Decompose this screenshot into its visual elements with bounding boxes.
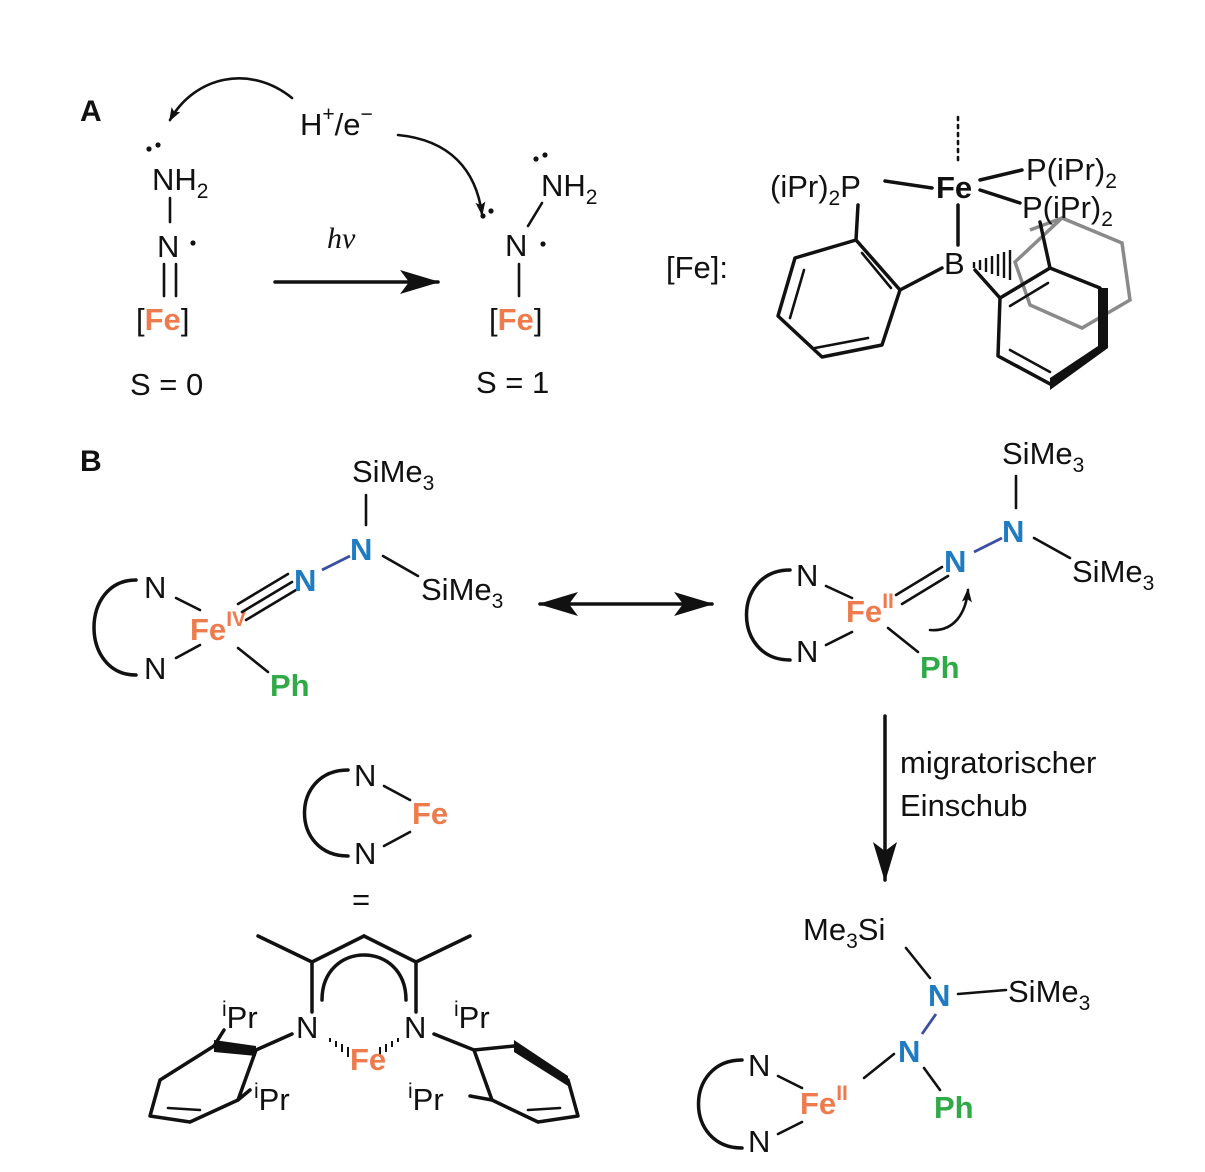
svg-text:FeII: FeII [800, 1082, 848, 1121]
svg-text:iPr: iPr [254, 1080, 290, 1117]
panel-label-a: A [80, 95, 102, 128]
svg-text:NH2: NH2 [152, 162, 208, 203]
svg-text:Fe: Fe [350, 1042, 386, 1077]
curved-arrow-left [168, 77, 294, 122]
panel-label-b: B [80, 445, 102, 478]
step-label-line1: migratorischer [900, 745, 1096, 780]
svg-text:FeIV: FeIV [190, 608, 246, 647]
svg-text:NH2: NH2 [541, 168, 597, 209]
svg-text:H+/e−: H+/e− [300, 103, 373, 142]
svg-text:P(iPr)2: P(iPr)2 [1022, 190, 1113, 231]
svg-text:N: N [505, 228, 527, 263]
svg-text:Ph: Ph [934, 1090, 974, 1125]
svg-text:SiMe3: SiMe3 [1002, 436, 1084, 477]
svg-text:=: = [352, 882, 370, 917]
svg-text:[Fe]: [Fe] [489, 302, 542, 337]
svg-text:N: N [748, 1048, 770, 1083]
imido-fe-iv: N N FeIV N N SiMe3 SiMe3 Ph [92, 454, 503, 703]
svg-text:N: N [748, 1124, 770, 1159]
hydrazido-s0: NH2 N [Fe] S = 0 [130, 142, 208, 402]
svg-text:N: N [354, 758, 376, 793]
svg-text:iPr: iPr [454, 998, 490, 1035]
svg-text:N: N [1002, 514, 1024, 549]
svg-text:N: N [796, 634, 818, 669]
svg-text:(iPr)2P: (iPr)2P [770, 169, 861, 210]
diketiminate-structure: N N Fe iPr iPr iPr iPr [148, 934, 580, 1124]
svg-text:N: N [944, 544, 966, 579]
reagent-label: H+/e− [300, 103, 373, 142]
svg-text:N: N [144, 570, 166, 605]
svg-text:P(iPr)2: P(iPr)2 [1026, 152, 1117, 193]
step-label-line2: Einschub [900, 788, 1028, 823]
arrow-label-hv: hv [327, 222, 356, 255]
svg-text:N: N [157, 229, 179, 264]
svg-text:SiMe3: SiMe3 [1008, 974, 1090, 1015]
fe-ligand-structure: [Fe]: Fe (iPr)2P P(iPr)2 P(iPr)2 B [666, 115, 1132, 390]
svg-text:N: N [294, 563, 316, 598]
svg-text:SiMe3: SiMe3 [421, 572, 503, 613]
svg-text:iPr: iPr [222, 998, 258, 1035]
svg-text:S = 0: S = 0 [130, 367, 203, 402]
svg-text:N: N [796, 558, 818, 593]
svg-text:N: N [144, 651, 166, 686]
svg-text:S = 1: S = 1 [476, 365, 549, 400]
svg-text:Ph: Ph [920, 650, 960, 685]
curved-arrow-right [396, 133, 486, 216]
svg-text:N: N [354, 836, 376, 871]
svg-text:N: N [404, 1010, 426, 1045]
svg-text:iPr: iPr [408, 1080, 444, 1117]
svg-text:Ph: Ph [270, 668, 310, 703]
svg-text:Me3Si: Me3Si [803, 912, 885, 953]
hydrazido-s1: NH2 N [Fe] S = 1 [476, 152, 597, 400]
svg-text:N: N [928, 978, 950, 1013]
ligand-legend: N N Fe = [302, 758, 448, 917]
imido-fe-ii: N N FeII N N SiMe3 SiMe3 Ph [744, 436, 1154, 685]
svg-text:N: N [350, 532, 372, 567]
svg-text:Fe: Fe [412, 796, 448, 831]
svg-text:Fe: Fe [936, 170, 972, 205]
svg-text:[Fe]:: [Fe]: [666, 250, 728, 285]
svg-text:N: N [296, 1010, 318, 1045]
svg-text:N: N [898, 1034, 920, 1069]
svg-text:FeII: FeII [846, 590, 894, 629]
svg-text:SiMe3: SiMe3 [1072, 554, 1154, 595]
svg-text:SiMe3: SiMe3 [352, 454, 434, 495]
svg-text:[Fe]: [Fe] [136, 302, 189, 337]
svg-text:B: B [944, 246, 965, 281]
product-hydrazido: Me3Si N SiMe3 N Ph N N FeII [696, 912, 1090, 1159]
